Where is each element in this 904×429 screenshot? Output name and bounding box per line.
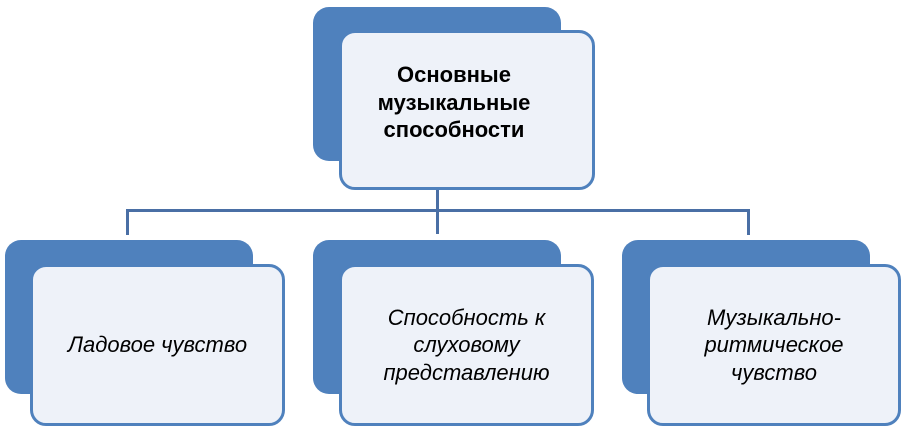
connector-horizontal-bar (126, 209, 750, 212)
child-node-1-label: Ладовое чувство (67, 332, 248, 358)
connector-child-1-vertical (126, 209, 129, 235)
root-node: Основные музыкальные способности (339, 30, 595, 190)
child-node-1: Ладовое чувство (30, 264, 285, 426)
child-node-2-label: Способность к слуховому представлению (383, 304, 550, 385)
child-node-3: Музыкально-ритмическое чувство (647, 264, 901, 426)
root-node-label: Основные музыкальные способности (377, 62, 531, 142)
child-node-3-label: Музыкально-ритмическое чувство (704, 304, 844, 385)
connector-root-vertical (436, 168, 439, 234)
connector-child-3-vertical (747, 209, 750, 235)
child-node-2: Способность к слуховому представлению (339, 264, 594, 426)
